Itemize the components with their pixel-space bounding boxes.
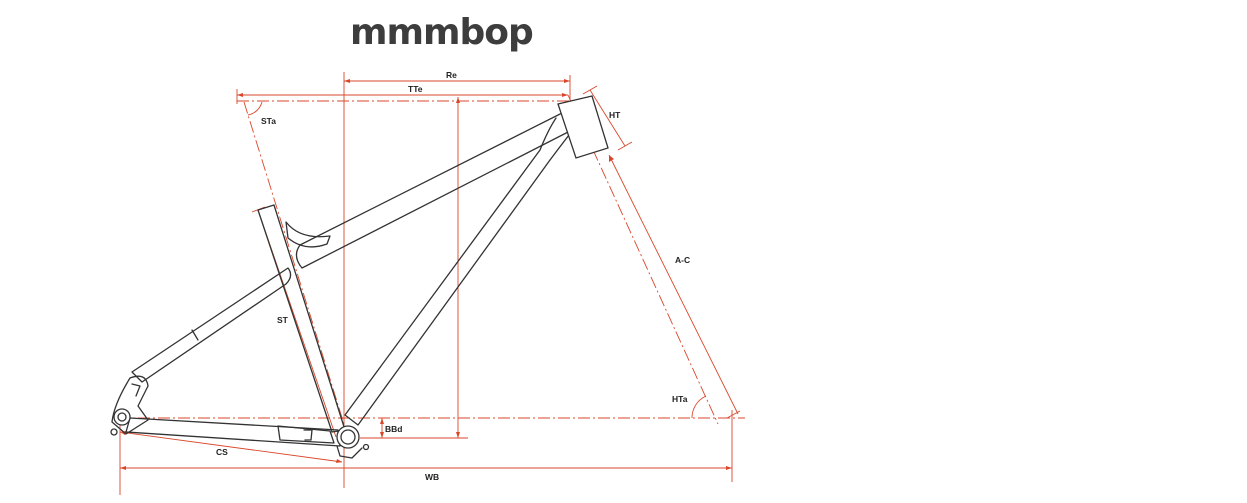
label-sta: STa [261,116,276,126]
chainstay-yoke [277,425,335,444]
bbd-arrow-bottom [380,432,384,438]
stack-arrow-top [456,97,460,103]
label-reach: Re [446,70,457,80]
bike-frame [110,95,609,459]
reach-arrow-right [564,79,570,83]
label-hta: HTa [672,394,688,404]
head-tube [557,95,609,159]
tte-arrow-right [562,93,568,97]
wb-arrow-right [726,466,732,470]
label-ht: HT [609,110,621,120]
rear-axle-inner [117,412,127,422]
front-axle-mark [726,410,741,419]
ac-dimension-line [608,154,739,415]
sta-arc [247,101,263,116]
bottom-bracket [336,425,360,449]
label-wb: WB [425,472,439,482]
dimension-lines [118,72,745,495]
rear-dropout [111,375,149,435]
dropout-detail [131,383,141,397]
ht-tick-top [582,85,598,95]
reach-arrow-left [344,79,350,83]
wb-arrow-left [120,466,126,470]
ht-tick-bottom [617,141,633,151]
down-tube [344,117,577,426]
seat-stay [131,267,292,383]
chainstay [125,417,341,447]
seat-tube-axis-line [243,101,349,438]
seat-cluster-gusset [285,221,331,248]
bb-chain-guide [336,445,363,459]
dimension-labels: Re TTe STa HT A-C ST HTa BBd CS WB [216,70,690,482]
hta-arc [691,395,707,419]
rear-axle [113,408,131,426]
seat-tube [257,204,346,433]
label-st: ST [277,315,289,325]
cs-arrow-right [336,459,342,463]
top-tube [295,109,573,269]
ht-dimension-line [589,89,626,147]
chainstay-logo-mark [303,429,313,441]
derailleur-hanger [110,428,118,436]
bbd-arrow-top [380,418,384,424]
bb-mount [362,443,370,451]
brand-wordmark: mmmbop [350,12,533,53]
label-bbd: BBd [385,424,402,434]
seat-stay-bridge [191,329,199,341]
bottom-bracket-inner [340,429,356,445]
cs-dimension-line [119,431,343,463]
label-tte: TTe [408,84,423,94]
ac-arrow-top [609,155,614,162]
label-cs: CS [216,447,228,457]
stack-arrow-bottom [456,432,460,438]
label-ac: A-C [675,255,690,265]
tte-arrow-left [237,93,243,97]
